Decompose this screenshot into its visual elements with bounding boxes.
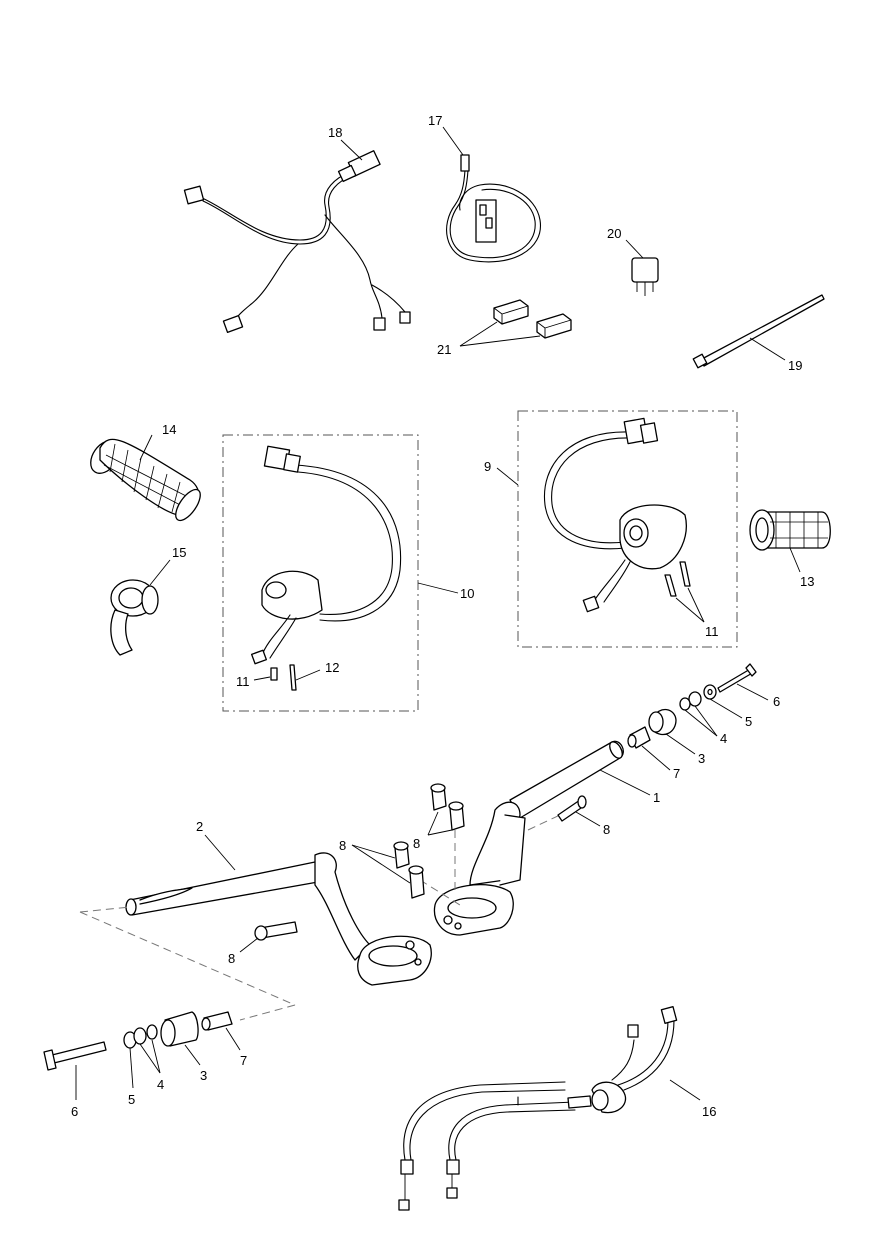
label-21: 21 (437, 342, 451, 357)
label-13: 13 (800, 574, 814, 589)
label-6-left: 6 (71, 1104, 78, 1119)
part-8-bolts-upper[interactable] (393, 783, 587, 899)
part-1-right-handlebar[interactable] (419, 740, 625, 936)
part-9-right-switch-assembly[interactable] (496, 410, 738, 648)
label-3-right: 3 (698, 751, 705, 766)
label-8-low: 8 (228, 951, 235, 966)
label-6-right: 6 (773, 694, 780, 709)
label-4-right: 4 (720, 731, 727, 746)
part-21-connectors[interactable] (459, 299, 572, 347)
part-10-left-switch-assembly[interactable] (222, 434, 459, 712)
label-7-left: 7 (240, 1053, 247, 1068)
part-18-wiring-harness[interactable] (183, 139, 411, 334)
label-12: 12 (325, 660, 339, 675)
label-17: 17 (428, 113, 442, 128)
label-5-left: 5 (128, 1092, 135, 1107)
label-3-left: 3 (200, 1068, 207, 1083)
label-10: 10 (460, 586, 474, 601)
label-14: 14 (162, 422, 176, 437)
label-9: 9 (484, 459, 491, 474)
part-19-cable-tie[interactable] (692, 294, 825, 369)
label-8-left: 8 (339, 838, 346, 853)
part-17-switch-cable[interactable] (442, 126, 541, 263)
label-19: 19 (788, 358, 802, 373)
label-2: 2 (196, 819, 203, 834)
part-15-throttle-sleeve[interactable] (110, 559, 171, 656)
label-20: 20 (607, 226, 621, 241)
label-16: 16 (702, 1104, 716, 1119)
label-11-right: 11 (705, 624, 719, 639)
label-5-right: 5 (745, 714, 752, 729)
label-4-left: 4 (157, 1077, 164, 1092)
right-bar-end-assembly[interactable] (627, 663, 757, 749)
label-18: 18 (328, 125, 342, 140)
label-1: 1 (653, 790, 660, 805)
label-11-left: 11 (236, 674, 250, 689)
label-8-right: 8 (603, 822, 610, 837)
label-8-mid: 8 (413, 836, 420, 851)
part-13-right-grip[interactable] (749, 509, 831, 573)
label-15: 15 (172, 545, 186, 560)
part-16-throttle-cables[interactable] (398, 1006, 701, 1211)
label-7-right: 7 (673, 766, 680, 781)
part-2-left-handlebar[interactable] (79, 852, 432, 1021)
left-bar-end-assembly[interactable] (43, 1011, 233, 1071)
part-20-relay[interactable] (625, 239, 659, 296)
part-14-grip[interactable] (85, 434, 205, 524)
